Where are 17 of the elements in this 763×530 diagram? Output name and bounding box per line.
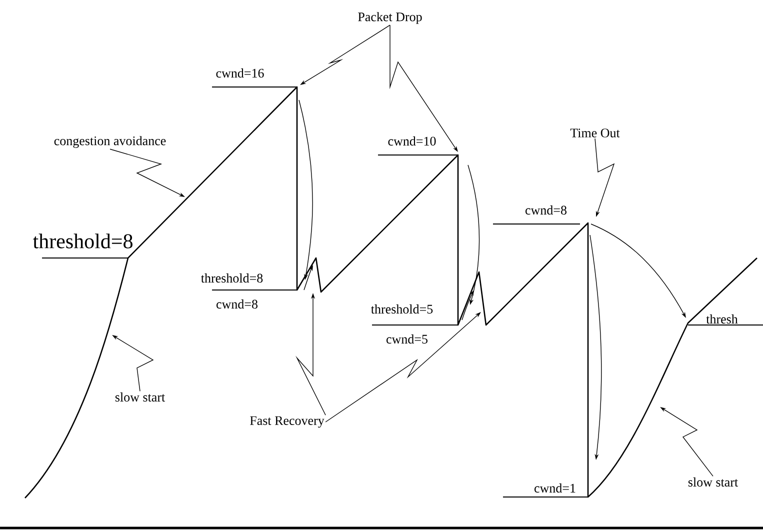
callout-text: slow start: [115, 392, 166, 402]
value-label: cwnd=16: [216, 68, 264, 78]
callout-text: slow start: [688, 477, 738, 487]
value-label: thresh: [706, 314, 738, 324]
value-label: cwnd=8: [216, 299, 258, 309]
value-label: cwnd=8: [526, 205, 566, 215]
value-label: cwnd=1: [534, 483, 576, 493]
callout-text: congestion avoidance: [54, 136, 166, 148]
callout-text: Time Out: [570, 128, 620, 138]
value-label: threshold=5: [371, 304, 433, 314]
value-label: cwnd=5: [386, 334, 428, 344]
value-label: threshold=8: [201, 273, 263, 283]
leader-line: [325, 312, 481, 422]
value-label: cwnd=10: [388, 136, 436, 146]
callout-text: Fast Recovery: [250, 416, 324, 428]
value-label: threshold=8: [32, 234, 132, 248]
callout-text: Packet Drop: [358, 12, 422, 24]
